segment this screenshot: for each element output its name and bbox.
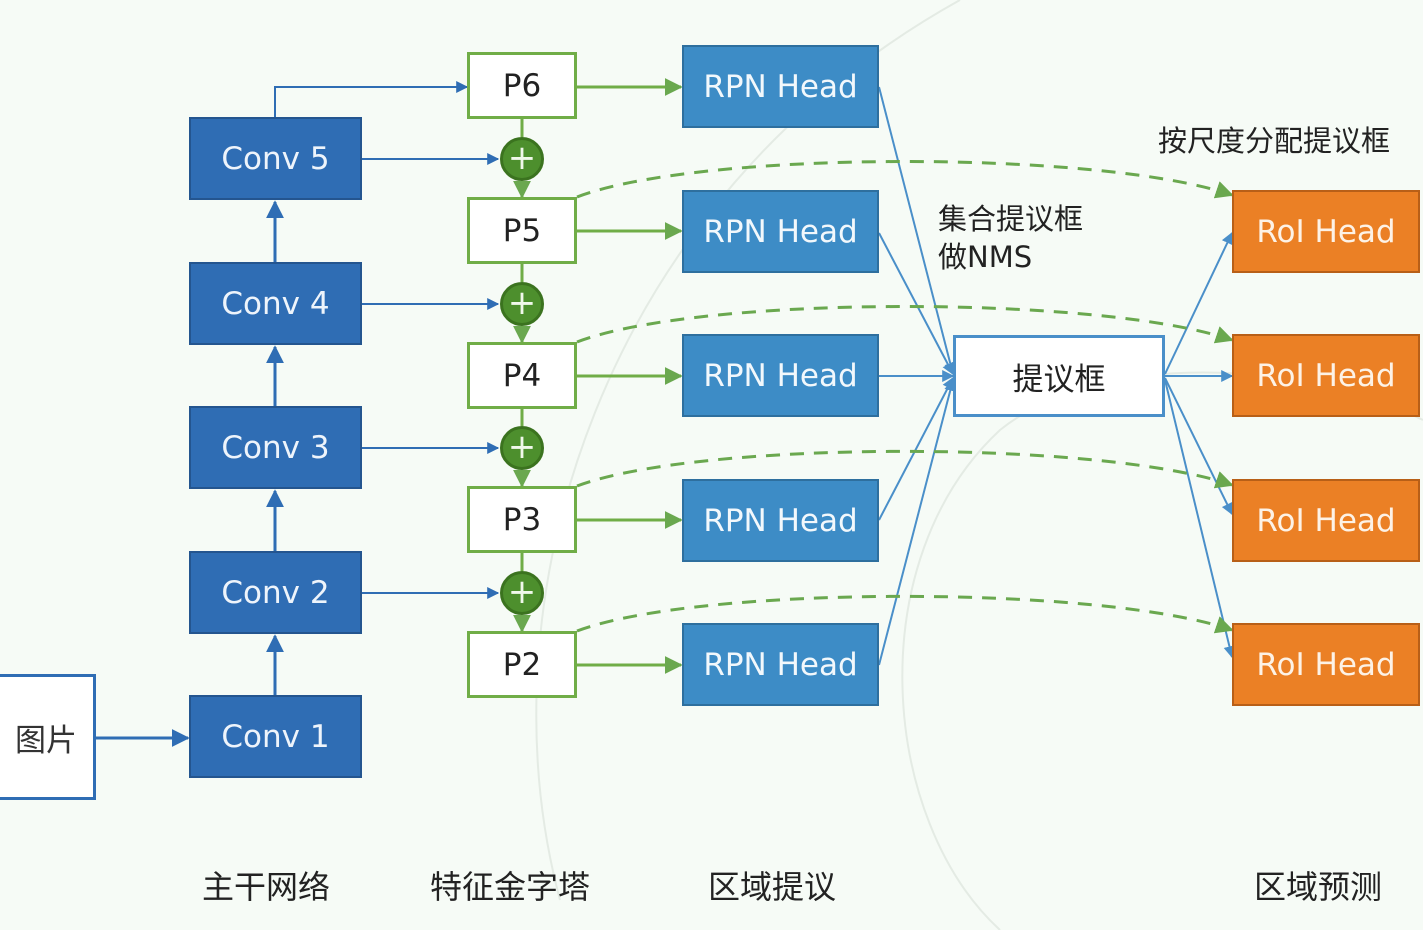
rpn-head: RPN Head (682, 45, 879, 128)
pyramid-label: P4 (502, 357, 542, 394)
pyramid-label: P6 (502, 67, 542, 104)
nms-note-line2: 做NMS (938, 240, 1033, 274)
conv-label: Conv 1 (221, 718, 330, 755)
pyramid-level-p6: P6 (467, 52, 577, 119)
rpn-head-label: RPN Head (703, 68, 858, 105)
proposals-box: 提议框 (953, 335, 1165, 417)
roi-head: RoI Head (1232, 479, 1420, 562)
pyramid-to-rpn-arrows (576, 78, 683, 674)
roi-head-label: RoI Head (1256, 502, 1396, 539)
rpn-head-label: RPN Head (703, 646, 858, 683)
nms-note: 集合提议框 做NMS (938, 200, 1083, 276)
backbone-conv5: Conv 5 (189, 117, 362, 200)
scale-assignment-dashed-arrows (576, 160, 1234, 634)
merge-add-icon: + (500, 282, 544, 326)
roi-head-label: RoI Head (1256, 357, 1396, 394)
proposals-to-roi-arrows (1164, 231, 1236, 659)
rpn-head-label: RPN Head (703, 357, 858, 394)
pyramid-level-p4: P4 (467, 342, 577, 409)
conv-label: Conv 4 (221, 285, 330, 322)
roi-head-label: RoI Head (1256, 213, 1396, 250)
backbone-conv4: Conv 4 (189, 262, 362, 345)
roi-head-label: RoI Head (1256, 646, 1396, 683)
proposals-label: 提议框 (1012, 361, 1106, 398)
pyramid-level-p5: P5 (467, 197, 577, 264)
caption-pyramid: 特征金字塔 (430, 868, 591, 906)
backbone-conv3: Conv 3 (189, 406, 362, 489)
roi-head: RoI Head (1232, 623, 1420, 706)
input-image-box: 图片 (0, 674, 96, 800)
conv-label: Conv 5 (221, 140, 330, 177)
pyramid-level-p2: P2 (467, 631, 577, 698)
merge-add-icon: + (500, 571, 544, 615)
conv-label: Conv 3 (221, 429, 330, 466)
conv-label: Conv 2 (221, 574, 330, 611)
pyramid-level-p3: P3 (467, 486, 577, 553)
caption-region-proposal: 区域提议 (708, 868, 837, 906)
rpn-head: RPN Head (682, 190, 879, 273)
scale-assign-note: 按尺度分配提议框 (1158, 124, 1391, 158)
caption-region-prediction: 区域预测 (1254, 868, 1383, 906)
nms-note-line1: 集合提议框 (938, 202, 1084, 236)
rpn-head-label: RPN Head (703, 213, 858, 250)
merge-add-icon: + (500, 426, 544, 470)
rpn-head: RPN Head (682, 479, 879, 562)
roi-head: RoI Head (1232, 190, 1420, 273)
rpn-head: RPN Head (682, 334, 879, 417)
caption-backbone: 主干网络 (202, 868, 331, 906)
pyramid-label: P5 (502, 212, 542, 249)
rpn-head: RPN Head (682, 623, 879, 706)
backbone-conv1: Conv 1 (189, 695, 362, 778)
merge-add-icon: + (500, 137, 544, 181)
input-image-label: 图片 (15, 722, 77, 759)
backbone-conv2: Conv 2 (189, 551, 362, 634)
roi-head: RoI Head (1232, 334, 1420, 417)
rpn-to-proposals-arrows (878, 86, 957, 666)
arrow-conv5-to-p6 (274, 81, 469, 117)
rpn-head-label: RPN Head (703, 502, 858, 539)
pyramid-label: P3 (502, 501, 542, 538)
pyramid-label: P2 (502, 646, 542, 683)
